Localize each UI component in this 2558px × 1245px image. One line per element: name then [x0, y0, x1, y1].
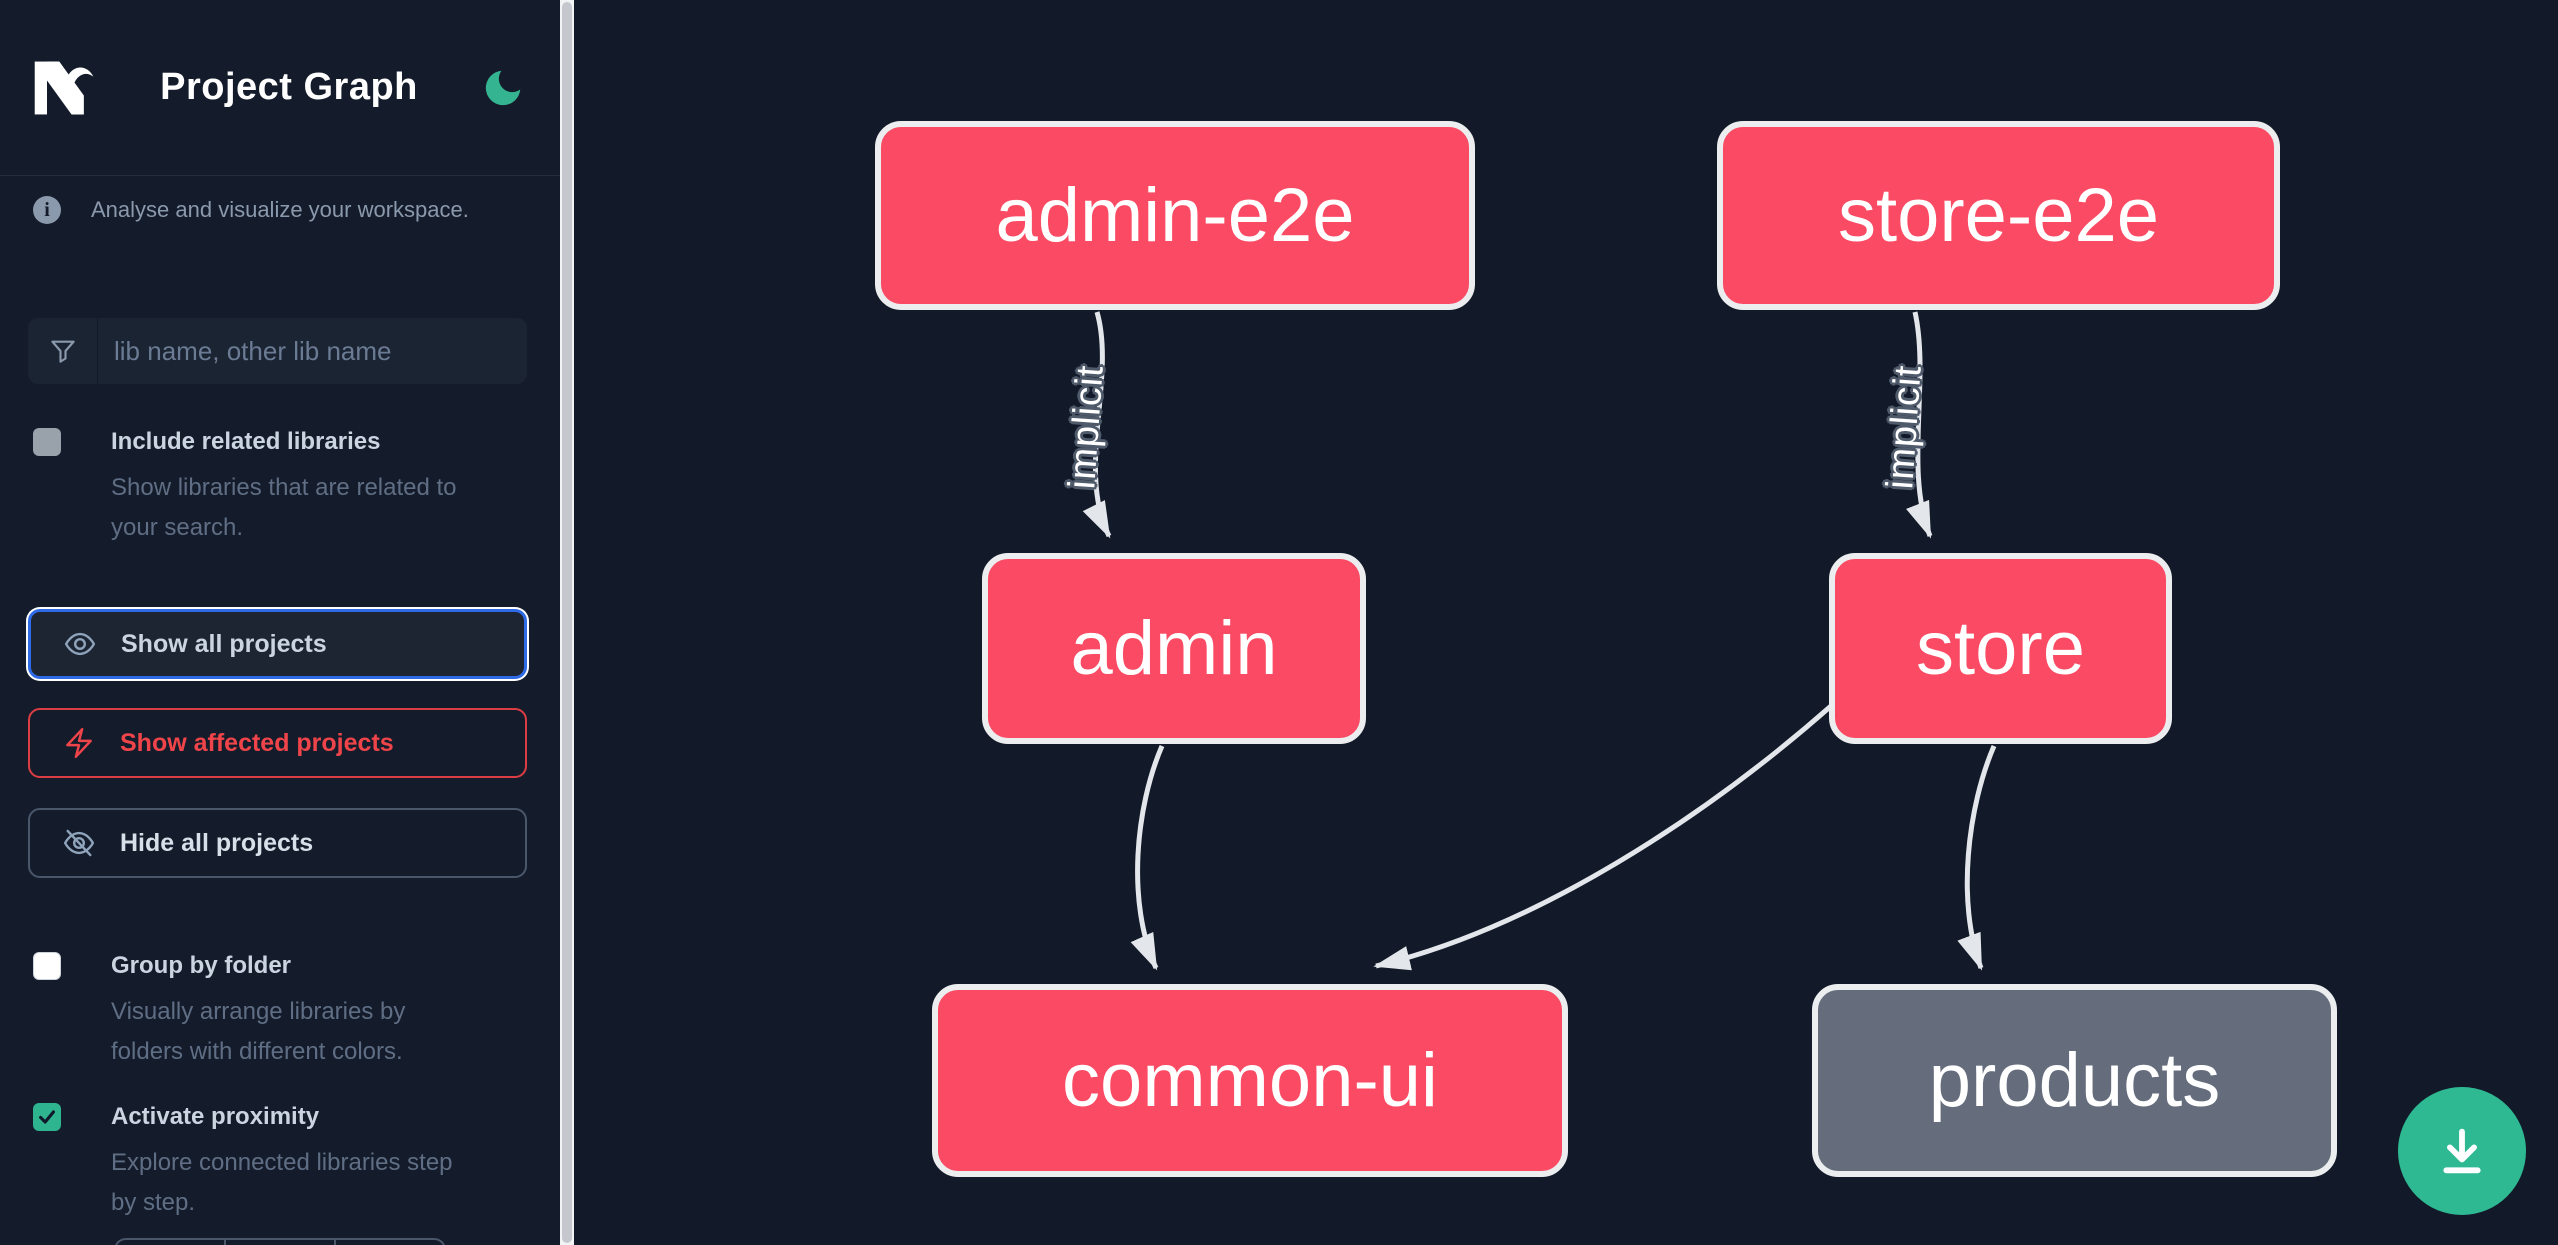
show-affected-projects-button[interactable]: Show affected projects	[28, 708, 527, 778]
toggle-label[interactable]: Include related libraries	[111, 428, 381, 455]
node-store-e2e[interactable]: store-e2e	[1717, 121, 2280, 310]
stepper-value	[224, 1240, 334, 1245]
toggle-group-by-folder: Group by folder Visually arrange librari…	[33, 951, 524, 1072]
nx-logo	[34, 61, 94, 114]
edge-label-implicit: implicit	[1061, 363, 1112, 491]
info-icon: i	[33, 196, 61, 224]
toggle-include-related: Include related libraries Show libraries…	[33, 427, 524, 548]
edge-store-common-ui	[1373, 704, 1833, 971]
graph-edges	[1082, 311, 1997, 971]
proximity-stepper	[114, 1238, 446, 1245]
edge-admin-common-ui	[1130, 745, 1165, 971]
eye-off-icon	[63, 829, 95, 857]
sidebar-scrollbar[interactable]	[560, 0, 574, 1245]
node-admin-e2e[interactable]: admin-e2e	[875, 121, 1475, 310]
hide-all-projects-button[interactable]: Hide all projects	[28, 808, 527, 878]
moon-icon[interactable]	[480, 65, 526, 111]
edge-admin-e2e-admin	[1082, 311, 1112, 539]
check-icon	[39, 1110, 55, 1124]
toggle-description: Explore connected libraries step by step…	[111, 1149, 453, 1216]
edge-store-e2e-store	[1906, 311, 1933, 539]
toggle-label[interactable]: Group by folder	[111, 952, 291, 979]
graph-canvas[interactable]: admin-e2e store-e2e admin store common-u…	[574, 0, 2558, 1245]
checkbox-group-by-folder[interactable]	[33, 952, 61, 980]
search-box	[28, 318, 527, 384]
node-store[interactable]: store	[1829, 553, 2172, 744]
toggle-description: Visually arrange libraries by folders wi…	[111, 998, 406, 1065]
funnel-icon	[28, 318, 98, 384]
button-label: Show affected projects	[120, 728, 394, 757]
node-common-ui[interactable]: common-ui	[932, 984, 1568, 1177]
scrollbar-thumb[interactable]	[562, 2, 572, 1243]
info-text: Analyse and visualize your workspace.	[91, 197, 469, 222]
node-products[interactable]: products	[1812, 984, 2337, 1177]
edge-store-products	[1957, 745, 1997, 971]
node-admin[interactable]: admin	[982, 553, 1366, 744]
search-input[interactable]	[98, 318, 527, 384]
eye-icon	[64, 632, 96, 656]
stepper-increment[interactable]	[334, 1240, 444, 1245]
checkbox-activate-proximity[interactable]	[33, 1103, 61, 1131]
toggle-activate-proximity: Activate proximity Explore connected lib…	[33, 1102, 524, 1223]
toggle-label[interactable]: Activate proximity	[111, 1103, 320, 1130]
sidebar-header: Project Graph	[0, 0, 560, 176]
stepper-decrement[interactable]	[116, 1240, 224, 1245]
download-icon	[2443, 1128, 2481, 1174]
button-label: Hide all projects	[120, 828, 314, 857]
lightning-icon	[66, 727, 92, 759]
checkbox-include-related[interactable]	[33, 428, 61, 456]
download-button[interactable]	[2398, 1087, 2526, 1215]
toggle-description: Show libraries that are related to your …	[111, 474, 457, 541]
show-all-projects-button[interactable]: Show all projects	[28, 609, 527, 679]
sidebar: Project Graph i Analyse and visualize yo…	[0, 0, 560, 1245]
page-title: Project Graph	[160, 66, 418, 108]
button-label: Show all projects	[121, 629, 327, 658]
edge-label-implicit: implicit	[1879, 363, 1930, 491]
info-row: i Analyse and visualize your workspace.	[33, 196, 544, 224]
